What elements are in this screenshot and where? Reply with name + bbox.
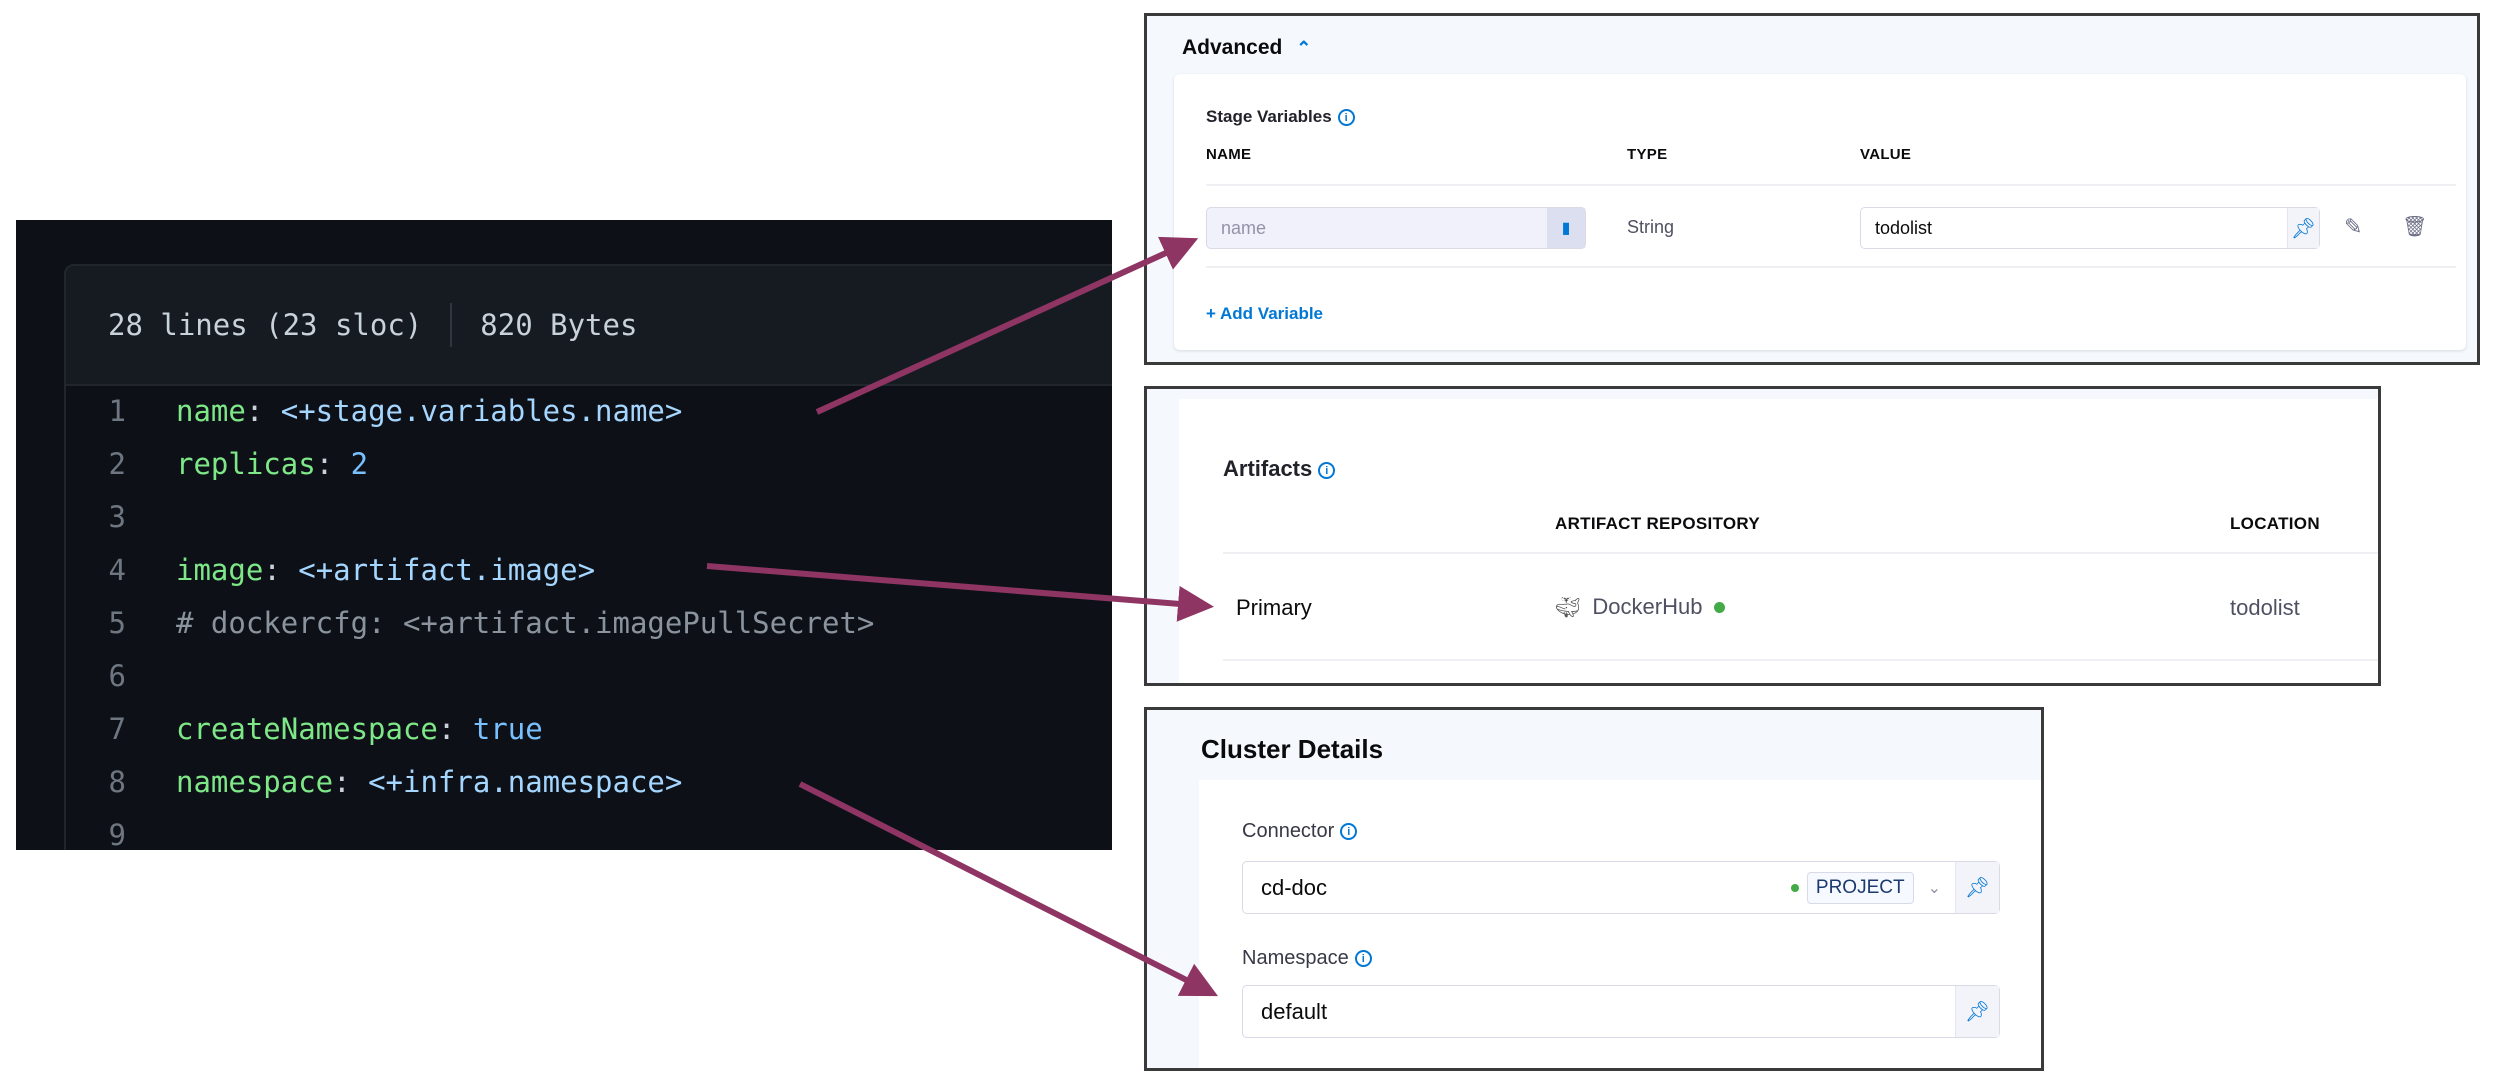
code-colon: : xyxy=(437,711,473,746)
col-value: VALUE xyxy=(1860,146,1912,163)
advanced-panel: Advanced ⌃ Stage Variables i NAME TYPE VA… xyxy=(1144,13,2480,365)
copy-icon[interactable]: ▮ xyxy=(1547,208,1585,248)
file-size: 820 Bytes xyxy=(480,308,638,342)
arrow-namespace-to-cluster xyxy=(798,781,1219,997)
col-name: NAME xyxy=(1206,146,1252,163)
code-key: name xyxy=(176,393,246,428)
line-number: 5 xyxy=(108,605,126,640)
code-key: replicas xyxy=(176,446,316,481)
advanced-title: Advanced xyxy=(1182,36,1283,59)
stage-variables-title: Stage Variables xyxy=(1206,107,1332,126)
code-line: 4 image: <+artifact.image> xyxy=(16,543,596,596)
name-placeholder: name xyxy=(1221,217,1267,238)
trash-icon[interactable]: 🗑︎ xyxy=(2402,216,2428,238)
pin-icon[interactable]: 📌︎ xyxy=(1955,862,1999,913)
code-line: 1 name: <+stage.variables.name> xyxy=(16,384,683,437)
cluster-details-panel: Cluster Details Connector i cd-doc PROJEC… xyxy=(1144,707,2044,1071)
variable-type: String xyxy=(1627,217,1675,237)
code-line: 2 replicas: 2 xyxy=(16,437,369,490)
col-type: TYPE xyxy=(1627,146,1668,163)
code-colon: : xyxy=(263,552,299,587)
variable-name-input[interactable]: name ▮ xyxy=(1206,207,1586,249)
chevron-down-icon[interactable]: ⌄ xyxy=(1927,879,1941,897)
code-line: 9 xyxy=(16,808,176,851)
value-text: todolist xyxy=(1875,217,1933,238)
line-number: 2 xyxy=(108,446,126,481)
connector-label: Connector xyxy=(1242,820,1335,842)
code-key: image xyxy=(176,552,264,587)
connector-select[interactable]: cd-doc PROJECT ⌄ 📌︎ xyxy=(1242,861,2000,914)
info-icon[interactable]: i xyxy=(1354,950,1372,968)
namespace-value: default xyxy=(1261,998,1328,1024)
code-value: true xyxy=(472,711,543,746)
line-count: 28 lines (23 sloc) xyxy=(108,308,423,342)
code-value: <+artifact.image> xyxy=(298,552,596,587)
arrow-name-to-stage-variable xyxy=(815,236,1199,415)
namespace-input[interactable]: default 📌︎ xyxy=(1242,985,2000,1038)
col-location: LOCATION xyxy=(2230,514,2320,533)
code-value: 2 xyxy=(350,446,369,481)
scope-badge: PROJECT xyxy=(1806,871,1914,904)
cluster-card: Connector i cd-doc PROJECT ⌄ 📌︎ Namespace… xyxy=(1199,780,2041,1068)
artifacts-title: Artifacts xyxy=(1223,456,1313,481)
status-dot xyxy=(1790,883,1799,892)
pin-icon[interactable]: 📌︎ xyxy=(2287,208,2319,248)
pin-icon[interactable]: 📌︎ xyxy=(1955,986,1999,1037)
code-line: 8 namespace: <+infra.namespace> xyxy=(16,755,683,808)
artifact-repo: 🐳︎ DockerHub xyxy=(1555,594,1726,620)
divider xyxy=(450,303,453,347)
artifact-location: todolist xyxy=(2230,595,2300,620)
artifact-primary[interactable]: Primary xyxy=(1236,595,1312,620)
line-number: 6 xyxy=(108,658,126,693)
add-variable-button[interactable]: + Add Variable xyxy=(1206,304,1323,323)
line-number: 1 xyxy=(108,393,126,428)
divider xyxy=(1206,266,2456,268)
divider xyxy=(1223,659,2378,661)
repo-name: DockerHub xyxy=(1592,594,1703,619)
code-colon: : xyxy=(245,393,281,428)
code-line: 7 createNamespace: true xyxy=(16,702,543,755)
info-icon[interactable]: i xyxy=(1340,823,1358,841)
code-line: 5 # dockercfg: <+artifact.imagePullSecret… xyxy=(16,596,875,649)
line-number: 4 xyxy=(108,552,126,587)
line-number: 3 xyxy=(108,499,126,534)
divider xyxy=(1223,552,2378,554)
advanced-toggle[interactable]: Advanced ⌃ xyxy=(1182,36,1311,60)
chevron-up-icon: ⌃ xyxy=(1296,38,1312,58)
arrow-image-to-artifact xyxy=(706,563,1214,622)
cluster-details-title: Cluster Details xyxy=(1201,734,1384,764)
line-number: 9 xyxy=(108,817,126,851)
line-number: 8 xyxy=(108,764,126,799)
status-dot xyxy=(1714,601,1726,613)
col-artifact-repository: ARTIFACT REPOSITORY xyxy=(1555,514,1760,533)
code-colon: : xyxy=(315,446,351,481)
namespace-label: Namespace xyxy=(1242,947,1349,969)
yaml-code-viewer: 28 lines (23 sloc) 820 Bytes 1 name: <+st… xyxy=(16,220,1112,850)
docker-icon: 🐳︎ xyxy=(1555,596,1581,619)
variable-value-input[interactable]: todolist 📌︎ xyxy=(1860,207,2320,249)
code-line: 6 xyxy=(16,649,176,702)
code-value: <+stage.variables.name> xyxy=(280,393,683,428)
line-number: 7 xyxy=(108,711,126,746)
code-comment: # dockercfg: <+artifact.imagePullSecret> xyxy=(176,605,875,640)
info-icon[interactable]: i xyxy=(1318,461,1336,479)
code-line: 3 xyxy=(16,490,176,543)
divider xyxy=(1206,184,2456,186)
connector-value: cd-doc xyxy=(1261,874,1328,900)
info-icon[interactable]: i xyxy=(1337,109,1355,127)
file-info-header: 28 lines (23 sloc) 820 Bytes xyxy=(66,266,1112,386)
code-key: namespace xyxy=(176,764,334,799)
code-colon: : xyxy=(333,764,369,799)
edit-icon[interactable]: ✎ xyxy=(2344,214,2363,239)
code-key: createNamespace xyxy=(176,711,438,746)
code-value: <+infra.namespace> xyxy=(368,764,683,799)
